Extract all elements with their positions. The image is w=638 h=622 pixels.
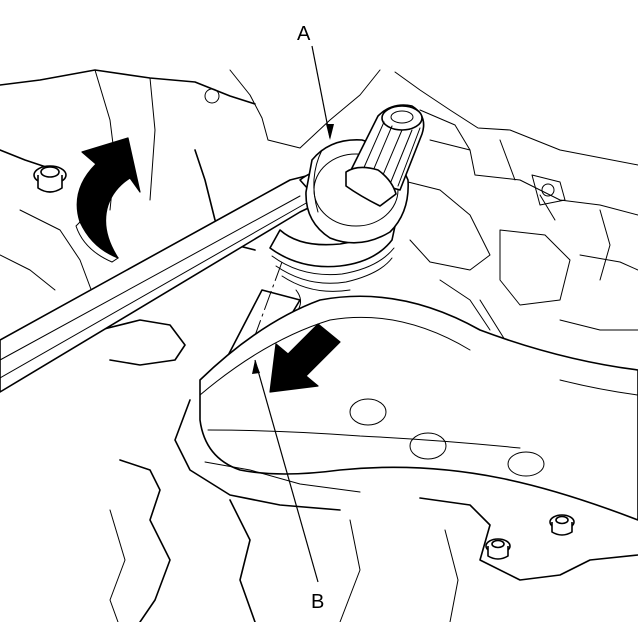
rotate-arrow-icon (75, 137, 141, 263)
lower-subframe (109, 399, 638, 622)
bolt-housing-right (531, 174, 566, 206)
bolt-top-left (33, 165, 67, 193)
lower-control-arm (199, 295, 638, 521)
label-a: A (297, 23, 311, 45)
cv-joint-assembly (269, 104, 425, 292)
label-b: B (311, 591, 324, 613)
callout-leader-b (252, 359, 319, 583)
pull-direction-arrow-icon (269, 323, 341, 393)
bolt-bottom-center (485, 538, 511, 560)
left-frame-panel (0, 69, 256, 366)
transmission-case (229, 69, 638, 351)
callout-leader-a (311, 45, 334, 140)
bolt-bottom-right (549, 514, 575, 536)
